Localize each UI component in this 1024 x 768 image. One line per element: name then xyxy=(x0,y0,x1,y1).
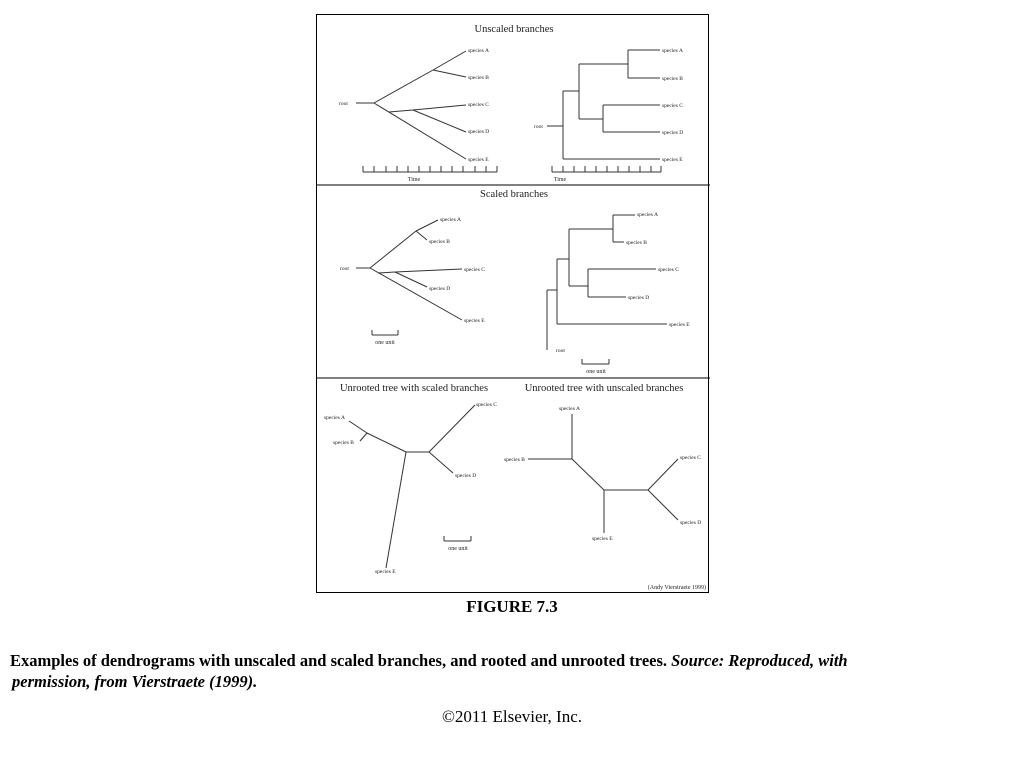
scaled-unit-bar-right xyxy=(581,359,610,365)
label-species-e: species E xyxy=(375,569,396,575)
caption-source-2: permission, from Vierstraete (1999). xyxy=(12,672,258,691)
label-species-c: species C xyxy=(464,267,485,273)
label-species-a: species A xyxy=(440,217,461,223)
unrooted-scaled-title: Unrooted tree with scaled branches xyxy=(340,383,488,394)
label-species-d: species D xyxy=(468,129,489,135)
label-species-d: species D xyxy=(680,520,701,526)
scaled-unit-bar-left xyxy=(371,330,399,336)
label-species-b: species B xyxy=(662,76,683,82)
label-species-c: species C xyxy=(476,402,497,408)
label-species-a: species A xyxy=(662,48,683,54)
figure-drawing: Unscaled branches root species A species… xyxy=(317,24,710,591)
scaled-slanted-tree xyxy=(356,219,463,321)
label-species-b: species B xyxy=(504,457,525,463)
label-species-c: species C xyxy=(468,102,489,108)
label-species-a: species A xyxy=(324,415,345,421)
unscaled-root-left: root xyxy=(339,101,348,107)
unrooted-unscaled-title: Unrooted tree with unscaled branches xyxy=(525,383,684,394)
label-species-b: species B xyxy=(429,239,450,245)
scaled-unit-label-right: one unit xyxy=(586,369,606,375)
unscaled-root-right: root xyxy=(534,124,543,130)
label-species-b: species B xyxy=(333,440,354,446)
label-species-c: species C xyxy=(658,267,679,273)
scaled-title: Scaled branches xyxy=(480,189,548,200)
label-species-e: species E xyxy=(662,157,683,163)
dendrogram-figure: Unscaled branches root species A species… xyxy=(316,14,710,593)
label-species-c: species C xyxy=(680,455,701,461)
scaled-root-right: root xyxy=(556,348,565,354)
unscaled-slanted-tree xyxy=(356,50,467,160)
unrooted-unscaled-tree xyxy=(528,414,679,533)
label-species-d: species D xyxy=(429,286,450,292)
figure-number: FIGURE 7.3 xyxy=(466,597,558,616)
label-species-c: species C xyxy=(662,103,683,109)
label-species-e: species E xyxy=(468,157,489,163)
label-species-a: species A xyxy=(559,406,580,412)
scaled-unit-label-left: one unit xyxy=(375,340,395,346)
figure-caption: Examples of dendrograms with unscaled an… xyxy=(10,650,1022,692)
label-species-e: species E xyxy=(592,536,613,542)
unscaled-time-axis-right xyxy=(551,166,662,173)
unscaled-time-label-left: Time xyxy=(408,177,421,183)
unrooted-scaled-tree xyxy=(348,404,476,569)
label-species-e: species E xyxy=(464,318,485,324)
unscaled-time-axis-left xyxy=(362,166,498,173)
figure-credit: (Andy Vierstraete 1999) xyxy=(648,584,706,591)
label-species-d: species D xyxy=(455,473,476,479)
unrooted-unit-label: one unit xyxy=(448,546,468,552)
label-species-e: species E xyxy=(669,322,690,328)
caption-source-1: Source: Reproduced, with xyxy=(671,651,848,670)
label-species-d: species D xyxy=(628,295,649,301)
scaled-rectangular-tree xyxy=(546,214,667,350)
label-species-a: species A xyxy=(637,212,658,218)
unscaled-time-label-right: Time xyxy=(554,177,567,183)
copyright-notice: ©2011 Elsevier, Inc. xyxy=(441,707,582,726)
label-species-a: species A xyxy=(468,48,489,54)
unrooted-unit-bar xyxy=(443,536,472,542)
caption-main: Examples of dendrograms with unscaled an… xyxy=(10,651,668,670)
label-species-b: species B xyxy=(468,75,489,81)
unscaled-rectangular-tree xyxy=(547,49,660,160)
scaled-root-left: root xyxy=(340,266,349,272)
label-species-d: species D xyxy=(662,130,683,136)
unscaled-title: Unscaled branches xyxy=(474,24,553,35)
label-species-b: species B xyxy=(626,240,647,246)
